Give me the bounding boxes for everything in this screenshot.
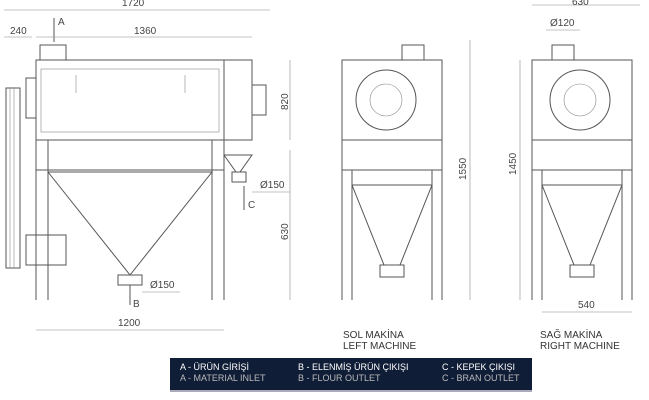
dim-1360: 1360 — [134, 26, 157, 37]
legend-tr: A - ÜRÜN GİRİŞİ — [180, 362, 250, 372]
dim-bottom-outlet: Ø150 — [150, 280, 175, 291]
dim-1550: 1550 — [458, 157, 469, 180]
right-machine-view — [519, 4, 640, 313]
dim-side-outlet: Ø150 — [260, 180, 285, 191]
dim-630-side: 630 — [572, 0, 589, 8]
legend-tr: B - ELENMİŞ ÜRÜN ÇIKIŞI — [298, 362, 409, 372]
dim-540: 540 — [578, 300, 595, 311]
left-machine-caption: SOL MAKİNA LEFT MACHINE — [343, 330, 416, 352]
front-view — [4, 9, 291, 331]
caption-en: RIGHT MACHINE — [540, 341, 620, 352]
dim-1200: 1200 — [118, 318, 141, 329]
dim-630-leg: 630 — [280, 223, 291, 240]
caption-tr: SOL MAKİNA — [343, 330, 404, 341]
caption-tr: SAĞ MAKİNA — [540, 330, 603, 341]
legend-en: A - MATERIAL INLET — [180, 373, 266, 383]
marker-a: A — [58, 17, 65, 28]
dim-240: 240 — [10, 26, 27, 37]
left-machine-view — [341, 40, 471, 300]
legend-tr: C - KEPEK ÇIKIŞI — [442, 362, 516, 372]
dim-inlet: Ø120 — [550, 18, 575, 29]
caption-en: LEFT MACHINE — [343, 341, 417, 352]
marker-c: C — [248, 200, 255, 211]
dim-820: 820 — [280, 93, 291, 110]
legend-en: C - BRAN OUTLET — [442, 373, 520, 383]
dim-1450: 1450 — [508, 152, 519, 175]
right-machine-caption: SAĞ MAKİNA RIGHT MACHINE — [540, 330, 620, 352]
dim-1720: 1720 — [122, 0, 145, 9]
legend-en: B - FLOUR OUTLET — [298, 373, 381, 383]
marker-b: B — [133, 299, 140, 310]
